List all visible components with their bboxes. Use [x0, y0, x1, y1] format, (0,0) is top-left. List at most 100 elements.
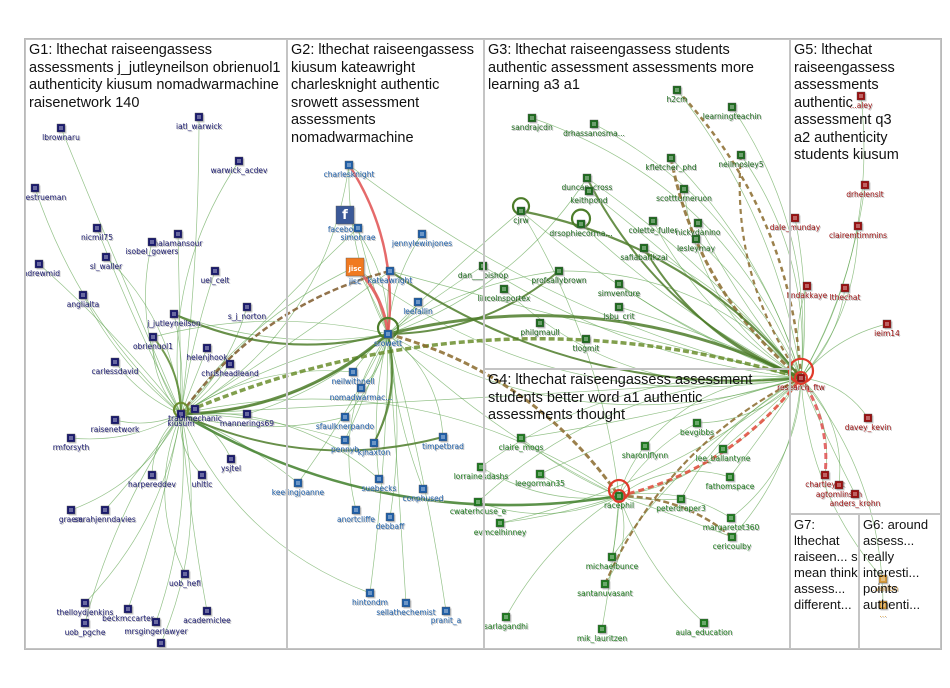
avatar[interactable] [692, 418, 702, 428]
avatar[interactable] [820, 470, 830, 480]
avatar[interactable] [156, 638, 166, 648]
avatar[interactable] [202, 343, 212, 353]
avatar[interactable] [56, 123, 66, 133]
avatar[interactable] [499, 284, 509, 294]
avatar[interactable] [834, 480, 844, 490]
avatar[interactable] [882, 319, 892, 329]
avatar[interactable] [340, 412, 350, 422]
avatar[interactable] [147, 237, 157, 247]
avatar[interactable] [242, 409, 252, 419]
avatar[interactable] [582, 173, 592, 183]
avatar[interactable] [30, 183, 40, 193]
avatar[interactable] [369, 438, 379, 448]
avatar[interactable] [718, 444, 728, 454]
avatar[interactable] [110, 357, 120, 367]
avatar[interactable] [727, 532, 737, 542]
avatar[interactable] [340, 435, 350, 445]
avatar[interactable] [242, 302, 252, 312]
node--[interactable]: ...... [878, 600, 889, 620]
avatar[interactable] [648, 216, 658, 226]
avatar[interactable] [600, 579, 610, 589]
avatar[interactable] [413, 297, 423, 307]
avatar[interactable] [679, 184, 689, 194]
avatar[interactable] [148, 332, 158, 342]
avatar[interactable] [501, 612, 511, 622]
avatar[interactable] [197, 470, 207, 480]
avatar[interactable] [639, 243, 649, 253]
avatar[interactable] [100, 505, 110, 515]
avatar[interactable] [860, 180, 870, 190]
node-andrewmid[interactable]: andrewmidandrewmid [25, 259, 61, 279]
avatar[interactable] [417, 229, 427, 239]
avatar[interactable] [92, 223, 102, 233]
avatar[interactable] [173, 229, 183, 239]
avatar[interactable] [576, 219, 586, 229]
avatar[interactable] [878, 574, 888, 584]
avatar[interactable] [614, 279, 624, 289]
node-nomadwarmac-[interactable]: nomadwarmac...nomadwarmac... [330, 383, 394, 403]
avatar[interactable] [495, 518, 505, 528]
avatar[interactable] [356, 383, 366, 393]
avatar[interactable] [527, 113, 537, 123]
node--aley[interactable]: ...aley...aley [850, 91, 874, 111]
avatar[interactable] [796, 373, 806, 383]
avatar[interactable] [584, 186, 594, 196]
avatar[interactable] [476, 462, 486, 472]
avatar[interactable] [666, 153, 676, 163]
avatar[interactable] [516, 206, 526, 216]
avatar[interactable] [66, 433, 76, 443]
avatar[interactable] [80, 598, 90, 608]
avatar[interactable] [691, 234, 701, 244]
